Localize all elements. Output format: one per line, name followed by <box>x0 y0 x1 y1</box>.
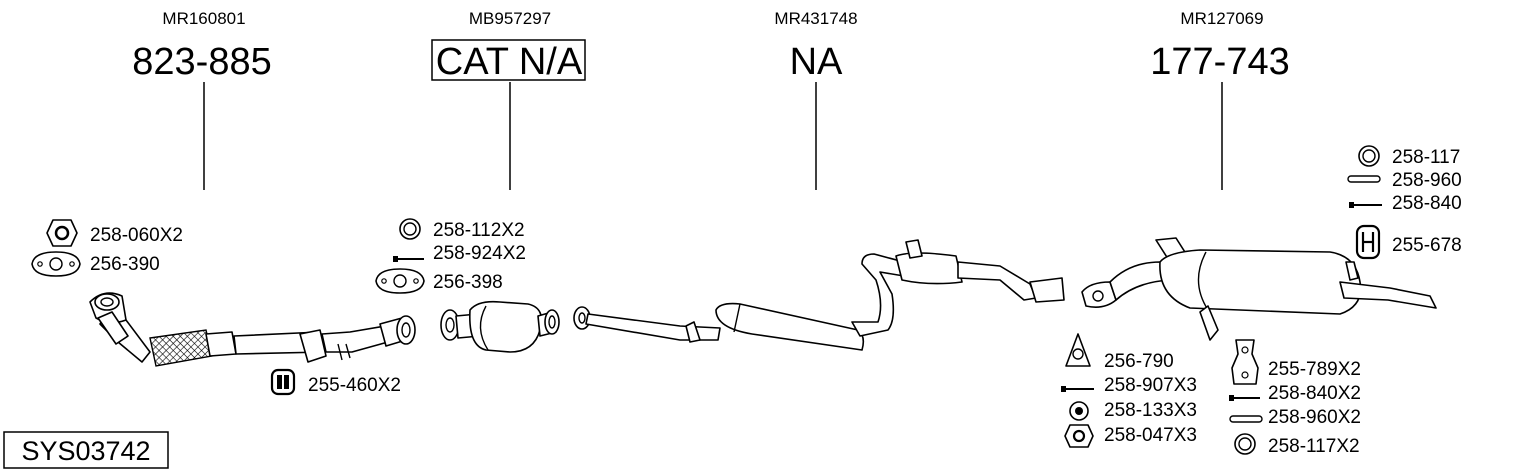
hardware-label[interactable]: 258-112X2 <box>433 220 525 241</box>
section-front-pipe: MR160801 823-885 <box>132 9 272 190</box>
sleeve-icon <box>1229 415 1263 423</box>
bolt-icon <box>1229 395 1260 401</box>
hardware-label[interactable]: 258-117X2 <box>1268 436 1360 457</box>
system-code-box <box>3 431 169 469</box>
part-number[interactable]: NA <box>790 41 843 83</box>
bolt-icon <box>393 256 424 262</box>
hardware-label[interactable]: 258-960 <box>1392 170 1462 191</box>
sleeve-icon <box>1347 175 1381 183</box>
hardware-label[interactable]: 256-790 <box>1104 351 1174 372</box>
bolt-icon <box>1061 386 1094 392</box>
part-number[interactable]: 823-885 <box>132 41 271 83</box>
hardware-list-rear-bottom-right: 255-789X2 258-840X2 258-960X2 258-117X2 <box>1268 359 1361 457</box>
system-code-text: SYS03742 <box>21 436 150 466</box>
hardware-label[interactable]: 256-390 <box>90 254 160 275</box>
hardware-list-catalyst: 258-112X2 258-924X2 256-398 <box>433 220 526 293</box>
hardware-label[interactable]: 258-133X3 <box>1104 400 1197 421</box>
hardware-label[interactable]: 255-789X2 <box>1268 359 1361 380</box>
system-code: SYS03742 <box>3 431 169 469</box>
nut-icon <box>46 219 78 247</box>
hardware-label[interactable]: 255-678 <box>1392 235 1462 256</box>
oem-number: MR431748 <box>774 9 857 28</box>
part-number[interactable]: 177-743 <box>1150 41 1289 83</box>
bolt-icon <box>1349 202 1382 208</box>
hardware-label[interactable]: 258-047X3 <box>1104 425 1197 446</box>
ring-icon <box>399 218 421 240</box>
gasket-icon <box>31 251 81 277</box>
hardware-label[interactable]: 258-960X2 <box>1268 407 1361 428</box>
hardware-label[interactable]: 258-840X2 <box>1268 383 1361 404</box>
nut-icon <box>1064 424 1094 448</box>
section-rear-muffler: MR127069 177-743 <box>1150 9 1290 190</box>
catalytic-converter-drawing[interactable] <box>440 300 560 353</box>
rubber-mount-icon <box>1231 339 1259 385</box>
rear-muffler-drawing[interactable] <box>1081 237 1437 341</box>
hardware-list-rear-bottom-left: 256-790 258-907X3 258-133X3 258-047X3 <box>1104 351 1197 446</box>
section-center-muffler: MR431748 NA <box>774 9 858 190</box>
hardware-label[interactable]: 256-398 <box>433 272 503 293</box>
hanger-icon <box>1355 224 1381 260</box>
ring-icon <box>1234 433 1256 455</box>
hardware-list-rear-top: 258-117 258-960 258-840 255-678 <box>1392 147 1462 256</box>
section-catalyst: MB957297 CAT N/A <box>431 9 586 190</box>
hardware-list-front-pipe: 258-060X2 256-390 255-460X2 <box>90 225 401 396</box>
oem-number: MR160801 <box>162 9 245 28</box>
hardware-label[interactable]: 258-117 <box>1392 147 1460 168</box>
hardware-label[interactable]: 258-924X2 <box>433 243 526 264</box>
center-muffler-drawing[interactable] <box>573 239 1065 351</box>
hardware-label[interactable]: 255-460X2 <box>308 375 401 396</box>
ring-icon <box>1358 145 1380 167</box>
front-pipe-drawing[interactable] <box>89 292 416 367</box>
part-number-box <box>431 39 586 81</box>
rubber-mount-icon <box>270 368 296 396</box>
part-number[interactable]: CAT N/A <box>436 41 583 83</box>
oem-number: MR127069 <box>1180 9 1263 28</box>
oem-number: MB957297 <box>469 9 551 28</box>
hardware-label[interactable]: 258-060X2 <box>90 225 183 246</box>
gasket-icon <box>1065 333 1091 367</box>
gasket-icon <box>375 268 425 294</box>
ring-icon <box>1069 401 1089 421</box>
hardware-label[interactable]: 258-840 <box>1392 193 1462 214</box>
hardware-label[interactable]: 258-907X3 <box>1104 375 1197 396</box>
